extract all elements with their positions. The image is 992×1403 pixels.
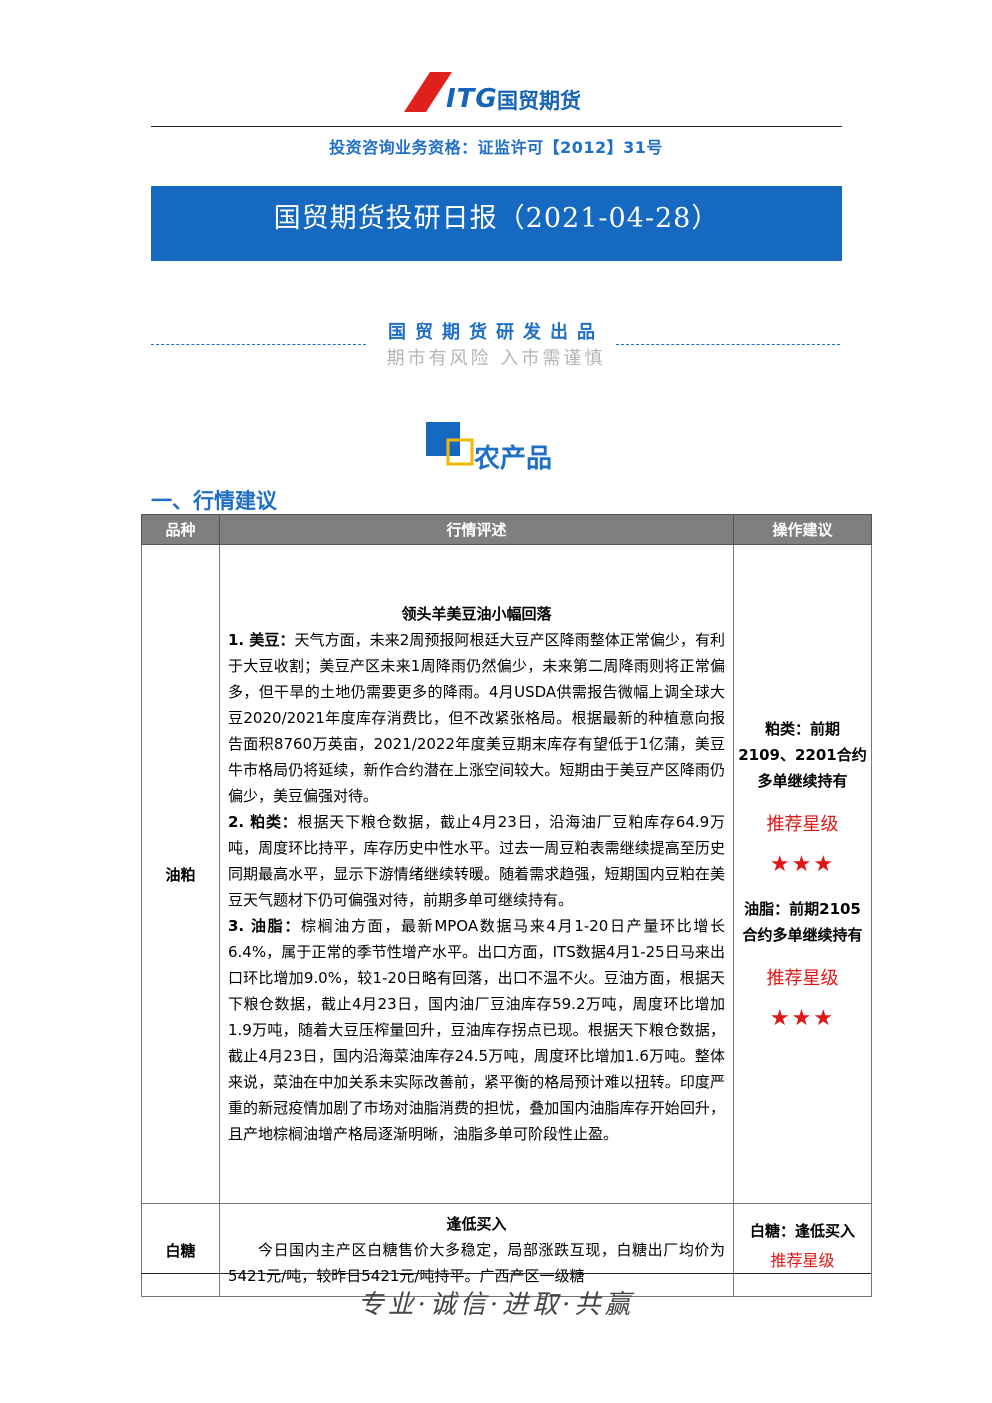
col-header-comment: 行情评述: [219, 514, 734, 545]
market-advice-table: 品种 行情评述 操作建议 油粕 领头羊美豆油小幅回落 1. 美豆：天气方面，未来…: [141, 514, 872, 1297]
star-rating-label: 推荐星级: [770, 1251, 835, 1270]
variety-cell: 油粕: [141, 544, 220, 1204]
comment-cell: 逢低买入 今日国内主产区白糖售价大多稳定，局部涨跌互现，白糖出厂均价为5421元…: [219, 1203, 734, 1297]
itg-logo-icon: [404, 72, 452, 112]
comment-title: 领头羊美豆油小幅回落: [401, 605, 552, 623]
star-rating-icon: ★★★: [769, 852, 836, 877]
license-text: 投资咨询业务资格：证监许可【2012】31号: [329, 138, 663, 157]
paragraph-soybean: 1. 美豆：天气方面，未来2周预报阿根廷大豆产区降雨整体正常偏少，有利于大豆收割…: [228, 627, 725, 809]
paragraph-head: 3. 油脂：: [228, 917, 302, 935]
table-row: 白糖 逢低买入 今日国内主产区白糖售价大多稳定，局部涨跌互现，白糖出厂均价为54…: [141, 1203, 872, 1297]
advice-cell: 白糖：逢低买入 推荐星级: [733, 1203, 872, 1297]
section-title: 农产品: [474, 444, 553, 474]
table-row: 油粕 领头羊美豆油小幅回落 1. 美豆：天气方面，未来2周预报阿根廷大豆产区降雨…: [141, 544, 872, 1204]
advice-sugar: 白糖：逢低买入: [749, 1222, 855, 1240]
paragraph-text: 根据天下粮仓数据，截止4月23日，沿海油厂豆粕库存64.9万吨，周度环比持平，库…: [228, 813, 726, 909]
produce-text: 国贸期货研发出品: [388, 322, 604, 343]
logo-text: ITG: [446, 84, 498, 114]
footer-rule: [141, 1273, 871, 1274]
header-rule: [151, 126, 842, 127]
advice-meal: 粕类：前期2109、2201合约多单继续持有: [738, 720, 867, 790]
variety-cell: 白糖: [141, 1203, 220, 1297]
report-title: 国贸期货投研日报（2021-04-28）: [151, 186, 842, 261]
table-header-row: 品种 行情评述 操作建议: [141, 514, 872, 545]
paragraph-text: 今日国内主产区白糖售价大多稳定，局部涨跌互现，白糖出厂均价为5421元/吨，较昨…: [228, 1241, 725, 1285]
advice-oil: 油脂：前期2105合约多单继续持有: [742, 900, 863, 944]
sub-heading: 一、行情建议: [151, 489, 277, 513]
footer-slogan: 专业·诚信·进取·共赢: [357, 1290, 635, 1320]
star-rating-icon: ★★★: [769, 1006, 836, 1031]
paragraph-oil: 3. 油脂：棕榈油方面，最新MPOA数据马来4月1-20日产量环比增长6.4%，…: [228, 913, 725, 1147]
risk-warning: 期市有风险 入市需谨慎: [386, 348, 606, 369]
star-rating-label: 推荐星级: [766, 968, 839, 989]
paragraph-text: 棕榈油方面，最新MPOA数据马来4月1-20日产量环比增长6.4%，属于正常的季…: [228, 917, 725, 1143]
comment-cell: 领头羊美豆油小幅回落 1. 美豆：天气方面，未来2周预报阿根廷大豆产区降雨整体正…: [219, 544, 734, 1204]
star-rating-label: 推荐星级: [766, 814, 839, 835]
dash-divider-right: [616, 344, 840, 345]
advice-cell: 粕类：前期2109、2201合约多单继续持有 推荐星级 ★★★ 油脂：前期210…: [733, 544, 872, 1204]
col-header-variety: 品种: [141, 514, 220, 545]
paragraph-head: 1. 美豆：: [228, 631, 295, 649]
paragraph-meal: 2. 粕类：根据天下粮仓数据，截止4月23日，沿海油厂豆粕库存64.9万吨，周度…: [228, 809, 725, 913]
col-header-advice: 操作建议: [733, 514, 872, 545]
section-square-icon: [426, 422, 474, 466]
logo-cn-text: 国贸期货: [497, 89, 581, 113]
paragraph-text: 天气方面，未来2周预报阿根廷大豆产区降雨整体正常偏少，有利于大豆收割；美豆产区未…: [228, 631, 726, 805]
comment-title: 逢低买入: [446, 1215, 507, 1233]
dash-divider-left: [151, 344, 366, 345]
paragraph-head: 2. 粕类：: [228, 813, 298, 831]
company-logo: ITG 国贸期货: [0, 70, 992, 116]
